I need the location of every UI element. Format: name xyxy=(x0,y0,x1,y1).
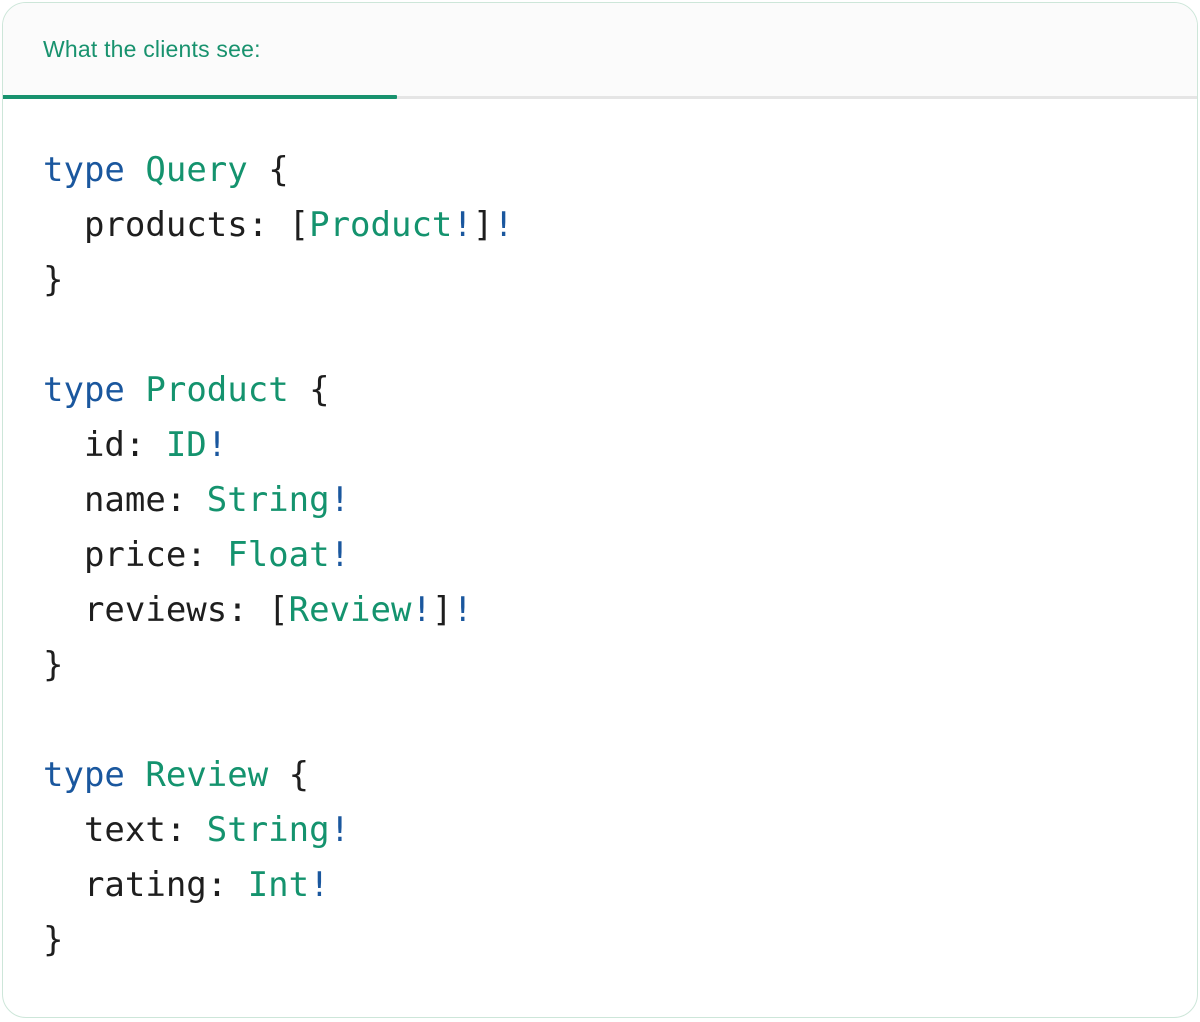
code-line xyxy=(43,308,1157,363)
code-line: reviews: [Review!]! xyxy=(43,590,473,630)
tab-label: What the clients see: xyxy=(43,36,261,62)
code-line: price: Float! xyxy=(43,535,351,575)
active-tab-underline xyxy=(3,95,397,99)
code-line: } xyxy=(43,920,64,960)
code-line: text: String! xyxy=(43,810,351,850)
code-line: type Review { xyxy=(43,755,310,795)
code-line: type Query { xyxy=(43,150,289,190)
code-line: } xyxy=(43,260,64,300)
code-line: rating: Int! xyxy=(43,865,330,905)
tab-what-clients-see[interactable]: What the clients see: xyxy=(3,3,301,96)
code-line: type Product { xyxy=(43,370,330,410)
graphql-schema-code-block: type Query { products: [Product!]!} type … xyxy=(3,99,1197,968)
code-line: products: [Product!]! xyxy=(43,205,514,245)
code-line: id: ID! xyxy=(43,425,228,465)
code-line xyxy=(43,693,1157,748)
code-line: } xyxy=(43,645,64,685)
code-line: name: String! xyxy=(43,480,351,520)
tab-bar: What the clients see: xyxy=(3,3,1197,99)
